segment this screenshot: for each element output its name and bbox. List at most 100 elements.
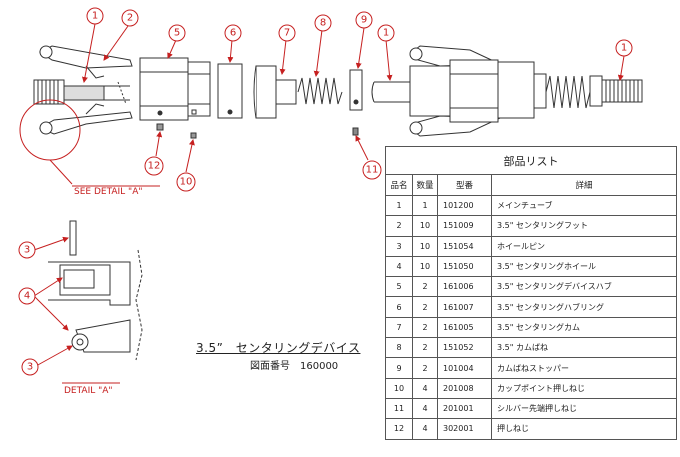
cell-quantity: 2 [412,357,438,379]
sleeve-part [217,63,243,119]
right-tube-assembly [371,45,643,137]
cell-quantity: 4 [412,418,438,440]
cam-part [253,65,297,119]
cell-model-number: 101004 [437,357,492,379]
cell-detail: 3.5" カムばね [491,337,677,359]
callout-numbers: 1 2 5 6 7 8 9 1 1 12 10 11 [92,11,627,188]
drawing-number: 図面番号 160000 [250,361,339,372]
cell-model-number: 201001 [437,397,492,420]
cell-model-number: 101200 [437,194,492,217]
cell-model-number: 151009 [437,215,492,237]
callout-1-mid: 1 [383,28,389,39]
drawing-title: 3.5” センタリングデバイス [196,341,361,355]
cell-model-number: 151052 [437,337,492,359]
header-detail: 詳細 [491,174,677,196]
cell-item-number: 2 [385,215,413,237]
parts-list-header: 品名 数量 型番 詳細 [385,174,677,196]
cell-item-number: 3 [385,235,413,257]
detail-leaders [33,236,73,367]
callout-leaders [81,23,625,173]
left-tube-assembly [33,45,133,135]
cell-detail: 3.5" センタリングホイール [491,255,677,278]
cell-item-number: 9 [385,357,413,379]
cell-model-number: 151050 [437,255,492,278]
callout-5: 5 [174,28,180,39]
callout-3-bottom: 3 [27,362,33,373]
callout-3-top: 3 [24,245,30,256]
header-model-number: 型番 [437,174,492,196]
cell-quantity: 10 [412,235,438,257]
callout-12: 12 [148,161,161,172]
cell-quantity: 1 [412,194,438,217]
callout-4: 4 [24,291,30,302]
hub-part [139,57,211,121]
cell-detail: ホイールピン [491,235,677,257]
callout-11: 11 [366,165,379,176]
detail-a-label: DETAIL "A" [64,386,113,396]
cell-quantity: 4 [412,377,438,399]
cell-item-number: 7 [385,316,413,339]
header-quantity: 数量 [412,174,438,196]
detail-a-drawing [48,220,143,361]
cell-detail: カップポイント押しねじ [491,377,677,399]
cell-item-number: 8 [385,337,413,359]
callout-6: 6 [230,28,236,39]
silver-tip-screw [352,127,359,136]
cell-detail: 3.5" センタリングデバイスハブ [491,276,677,298]
cell-quantity: 4 [412,397,438,420]
callout-8: 8 [320,18,326,29]
cell-quantity: 2 [412,276,438,298]
cell-detail: 3.5" センタリングハブリング [491,296,677,318]
detail-bubbles [18,241,39,376]
callout-1-right: 1 [621,43,627,54]
cell-quantity: 10 [412,215,438,237]
callout-bubbles [86,7,633,192]
spring-part [297,77,343,105]
cell-item-number: 10 [385,377,413,399]
callout-10: 10 [180,177,193,188]
cell-detail: シルバー先端押しねじ [491,397,677,420]
cell-detail: 3.5" センタリングフット [491,215,677,237]
cell-item-number: 12 [385,418,413,440]
cell-model-number: 201008 [437,377,492,399]
cell-item-number: 1 [385,194,413,217]
cell-item-number: 5 [385,276,413,298]
cell-quantity: 2 [412,337,438,359]
callout-1-left: 1 [92,11,98,22]
header-item-name: 品名 [385,174,413,196]
parts-list-title: 部品リスト [385,146,677,175]
cell-item-number: 4 [385,255,413,278]
cell-detail: カムばねストッパー [491,357,677,379]
callout-7: 7 [284,28,290,39]
cell-quantity: 2 [412,316,438,339]
cell-quantity: 2 [412,296,438,318]
cell-model-number: 151054 [437,235,492,257]
cell-model-number: 161005 [437,316,492,339]
cell-item-number: 11 [385,397,413,420]
callout-2: 2 [127,13,133,24]
set-screws [156,123,197,139]
cell-quantity: 10 [412,255,438,278]
stopper-part [349,69,363,111]
cell-detail: 3.5" センタリングカム [491,316,677,339]
callout-9: 9 [361,15,367,26]
cell-model-number: 161006 [437,276,492,298]
see-detail-label: SEE DETAIL "A" [74,187,142,197]
cell-detail: 押しねじ [491,418,677,440]
cell-model-number: 161007 [437,296,492,318]
